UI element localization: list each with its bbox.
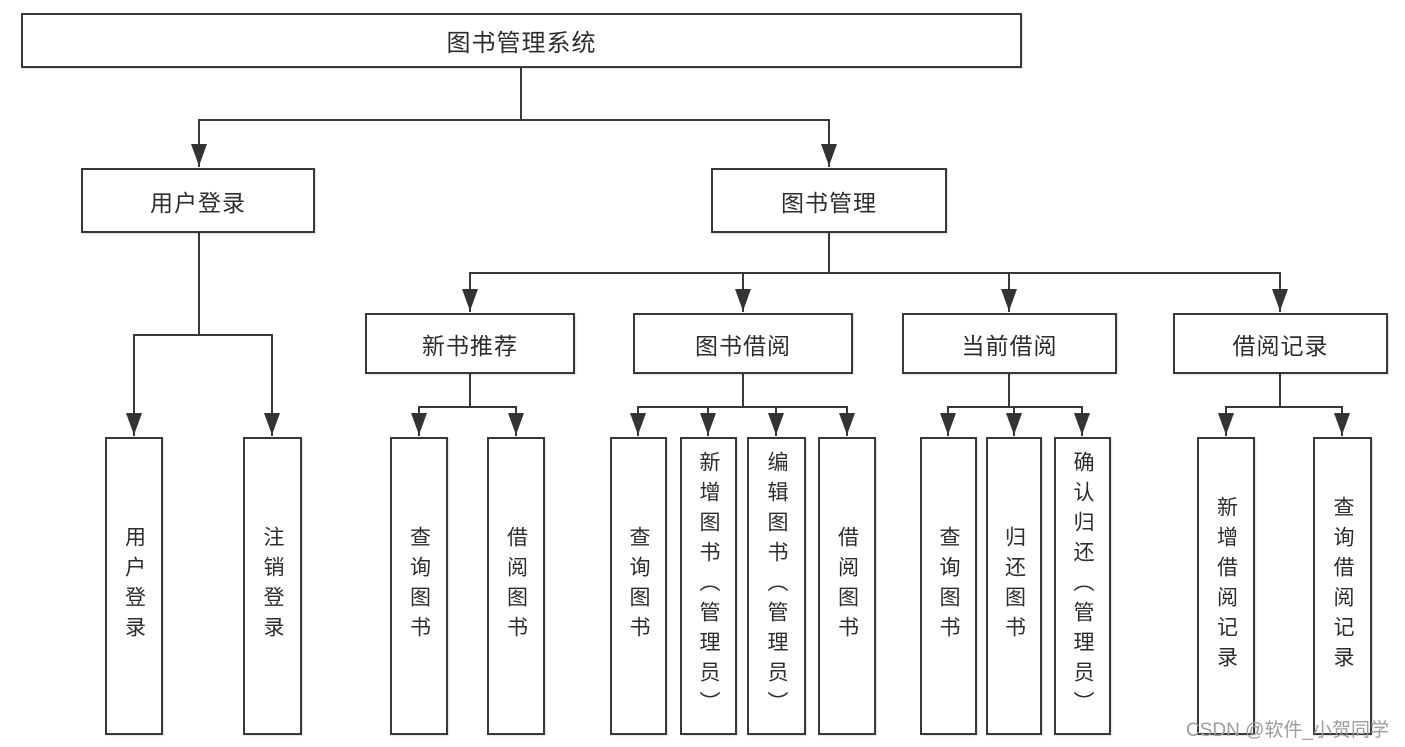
leaf-edit-book-admin: 编辑图书（管理员） <box>747 437 806 735</box>
node-label: 图书管理系统 <box>446 30 597 57</box>
node-label: 借阅图书 <box>504 526 528 646</box>
leaf-borrow-books-borrowing: 借阅图书 <box>818 437 876 735</box>
leaf-return-books: 归还图书 <box>986 437 1042 735</box>
leaf-add-book-admin: 新增图书（管理员） <box>680 437 737 735</box>
node-library-management-system: 图书管理系统 <box>21 13 1022 68</box>
node-borrowing-records: 借阅记录 <box>1173 313 1388 374</box>
node-label: 用户登录 <box>150 189 246 216</box>
node-label: 查询图书 <box>937 526 960 646</box>
node-new-book-recommendation: 新书推荐 <box>365 313 575 374</box>
leaf-query-books-recommend: 查询图书 <box>390 437 448 735</box>
leaf-query-books-borrowing: 查询图书 <box>610 437 667 735</box>
node-label: 编辑图书（管理员） <box>765 451 788 721</box>
node-label: 新增图书（管理员） <box>697 451 720 721</box>
leaf-add-borrow-record: 新增借阅记录 <box>1197 437 1255 735</box>
node-label: 查询借阅记录 <box>1331 496 1354 676</box>
node-label: 借阅记录 <box>1232 332 1329 359</box>
node-label: 图书借阅 <box>695 332 791 359</box>
node-user-login: 用户登录 <box>81 168 315 233</box>
node-label: 归还图书 <box>1002 526 1026 646</box>
node-label: 新增借阅记录 <box>1214 496 1238 676</box>
node-book-borrowing: 图书借阅 <box>633 313 853 374</box>
node-current-borrowing: 当前借阅 <box>902 313 1117 374</box>
node-label: 借阅图书 <box>835 526 859 646</box>
csdn-watermark: CSDN @软件_小贺同学 <box>1186 720 1389 741</box>
leaf-query-books-current: 查询图书 <box>920 437 977 735</box>
node-label: 当前借阅 <box>961 332 1058 359</box>
node-label: 查询图书 <box>407 526 431 646</box>
leaf-borrow-books-recommend: 借阅图书 <box>487 437 545 735</box>
leaf-query-borrow-record: 查询借阅记录 <box>1313 437 1372 735</box>
node-label: 用户登录 <box>122 526 146 646</box>
leaf-logout: 注销登录 <box>243 437 302 735</box>
node-book-management: 图书管理 <box>711 168 947 233</box>
node-label: 新书推荐 <box>422 332 518 359</box>
node-label: 注销登录 <box>261 526 284 646</box>
leaf-confirm-return-admin: 确认归还（管理员） <box>1054 437 1111 735</box>
node-label: 图书管理 <box>781 189 877 216</box>
leaf-user-login: 用户登录 <box>105 437 163 735</box>
node-label: 确认归还（管理员） <box>1071 451 1094 721</box>
node-label: 查询图书 <box>627 526 650 646</box>
